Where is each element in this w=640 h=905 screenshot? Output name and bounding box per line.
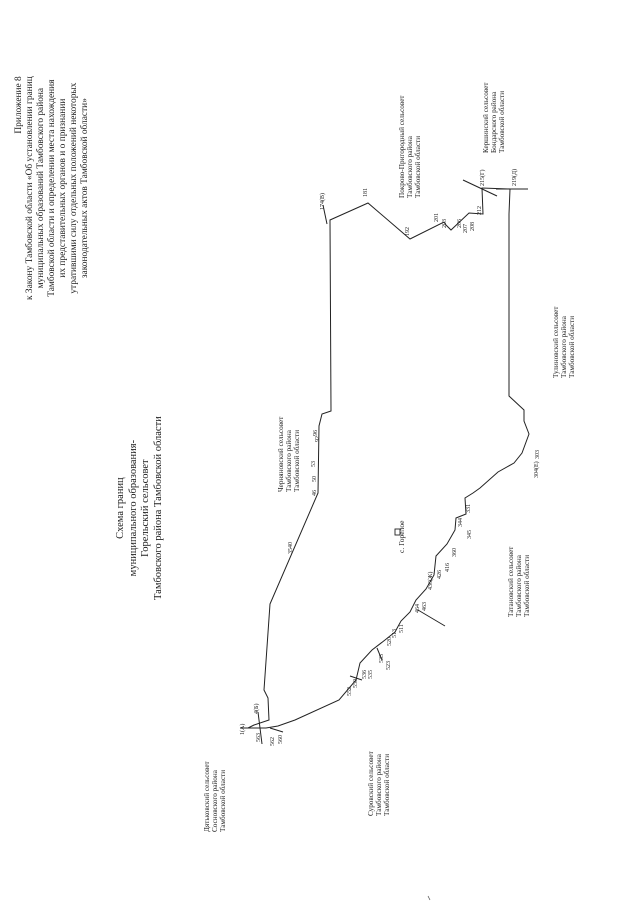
- point-label: 513: [392, 629, 398, 638]
- point-label: 345: [467, 530, 473, 539]
- neighbor-line: Сосновского района: [211, 770, 219, 832]
- point-label: 464: [415, 604, 421, 613]
- point-label: 426: [437, 570, 443, 579]
- neighbor-line: Тамбовской области: [293, 429, 301, 492]
- annex-line: Тамбовской области и определении места н…: [47, 79, 57, 297]
- boundary-tick: [417, 609, 446, 627]
- point-label: 360: [452, 548, 458, 557]
- neighbor-line: Тамбовской области: [383, 753, 391, 816]
- point-label: 212: [477, 206, 483, 215]
- point-label: 344: [458, 518, 464, 527]
- point-label: 219(Д): [512, 168, 518, 186]
- point-label: 304(Е): [534, 461, 540, 478]
- point-label: 208: [470, 222, 476, 231]
- point-label: 303: [535, 450, 541, 459]
- neighbor-line: Тамбовского района: [515, 555, 523, 617]
- point-label: 511: [399, 624, 405, 633]
- settlement-label: с. Горелое: [397, 520, 406, 554]
- neighbor-line: Тамбовской области: [414, 135, 422, 198]
- neighbor-label-tatanovsky: Татановский сельсовет Тамбовского района…: [507, 547, 531, 617]
- neighbor-line: Покрово-Пригородный сельсовет: [398, 95, 406, 198]
- point-label: 53: [311, 461, 317, 467]
- point-label: 535: [368, 670, 374, 679]
- point-label: 203: [442, 219, 448, 228]
- map-title-line: Схема границ: [115, 477, 126, 539]
- point-label: 552: [347, 687, 353, 696]
- neighbor-line: Суровский сельсовет: [367, 751, 375, 816]
- neighbor-line: Бондарского района: [490, 91, 498, 153]
- point-label: 174(В): [320, 193, 326, 210]
- point-label: 3540: [288, 542, 294, 554]
- boundary-tick: [257, 711, 263, 745]
- annex-line: Приложение 8: [14, 76, 24, 134]
- map-title-line: Горельский сельсовет: [140, 459, 151, 557]
- map-title-line: Тамбовского района Тамбовской области: [152, 416, 164, 600]
- neighbor-line: Тамбовской области: [219, 769, 227, 832]
- neighbor-line: Татановский сельсовет: [507, 546, 515, 617]
- neighbor-label-tulinovsky: Тулиновский сельсовет Тамбовского района…: [552, 306, 576, 378]
- map-title: Схема границ муниципального образования-…: [115, 416, 165, 600]
- point-label: 436(Ж): [428, 571, 434, 590]
- point-label: 215(Г): [480, 169, 486, 186]
- boundary-tick: [322, 204, 328, 225]
- point-label: 331: [466, 504, 472, 513]
- neighbor-line: Тамбовской области: [523, 554, 531, 617]
- settlement-marker: [394, 528, 401, 536]
- annex-line: муниципальных образований Тамбовского ра…: [36, 87, 46, 289]
- neighbor-line: Черняновский сельсовет: [277, 416, 285, 492]
- neighbor-label-pokrovo: Покрово-Пригородный сельсовет Тамбовског…: [398, 95, 422, 198]
- point-label: 4(Б): [254, 703, 260, 714]
- point-label: 92: [315, 436, 321, 442]
- point-label: 181: [363, 188, 369, 197]
- neighbor-line: Дятьковский сельсовет: [203, 761, 211, 832]
- neighbor-label-chernyanovsky: Черняновский сельсовет Тамбовского район…: [277, 417, 301, 492]
- neighbor-line: Тамбовского района: [285, 430, 293, 492]
- point-label: 563: [256, 733, 262, 742]
- point-label: 50: [312, 476, 318, 482]
- boundary-tick: [269, 727, 284, 733]
- annex-line: их представительных органов и о признани…: [58, 98, 68, 278]
- point-label: 416: [445, 563, 451, 572]
- point-label: 192: [405, 227, 411, 236]
- boundary-tick: [349, 675, 363, 681]
- map-title-line: муниципального образования-: [127, 439, 139, 577]
- neighbor-line: Тамбовского района: [406, 136, 414, 198]
- annex-line: законодательных актов Тамбовской области…: [80, 98, 90, 279]
- point-label: 207: [463, 224, 469, 233]
- point-label: 201: [434, 213, 440, 222]
- annex-line: к Закону Тамбовской области «Об установл…: [25, 76, 35, 300]
- neighbor-line: Тамбовской области: [568, 315, 576, 378]
- neighbor-label-dyatkovsky: Дятьковский сельсовет Сосновского района…: [203, 761, 227, 832]
- neighbor-line: Тамбовской области: [498, 90, 506, 153]
- page-mark: [427, 895, 431, 901]
- annex-line: утратившими силу отдельных положений нек…: [69, 82, 79, 294]
- point-label: 560: [278, 735, 284, 744]
- neighbor-line: Тулиновский сельсовет: [552, 306, 560, 378]
- neighbor-line: Тамбовского района: [560, 316, 568, 378]
- point-label: 523: [386, 661, 392, 670]
- neighbor-line: Тамбовского района: [375, 754, 383, 816]
- point-label: 520: [387, 637, 393, 646]
- neighbor-line: Кершинский сельсовет: [482, 82, 490, 153]
- point-label: 550: [353, 679, 359, 688]
- point-label: 1(А): [240, 723, 246, 735]
- point-label: 46: [312, 490, 318, 496]
- point-label: 463: [422, 602, 428, 611]
- annex-header: Приложение 8 к Закону Тамбовской области…: [14, 76, 91, 300]
- boundary-tick: [462, 179, 498, 197]
- point-label: 533: [379, 654, 385, 663]
- neighbor-label-kershinsky: Кершинский сельсовет Бондарского района …: [482, 82, 506, 153]
- neighbor-label-surovsky: Суровский сельсовет Тамбовского района Т…: [367, 751, 391, 816]
- municipal-boundary: [247, 187, 530, 729]
- boundary-tick: [376, 647, 383, 661]
- point-label: 562: [270, 737, 276, 746]
- point-label: 96: [313, 430, 319, 436]
